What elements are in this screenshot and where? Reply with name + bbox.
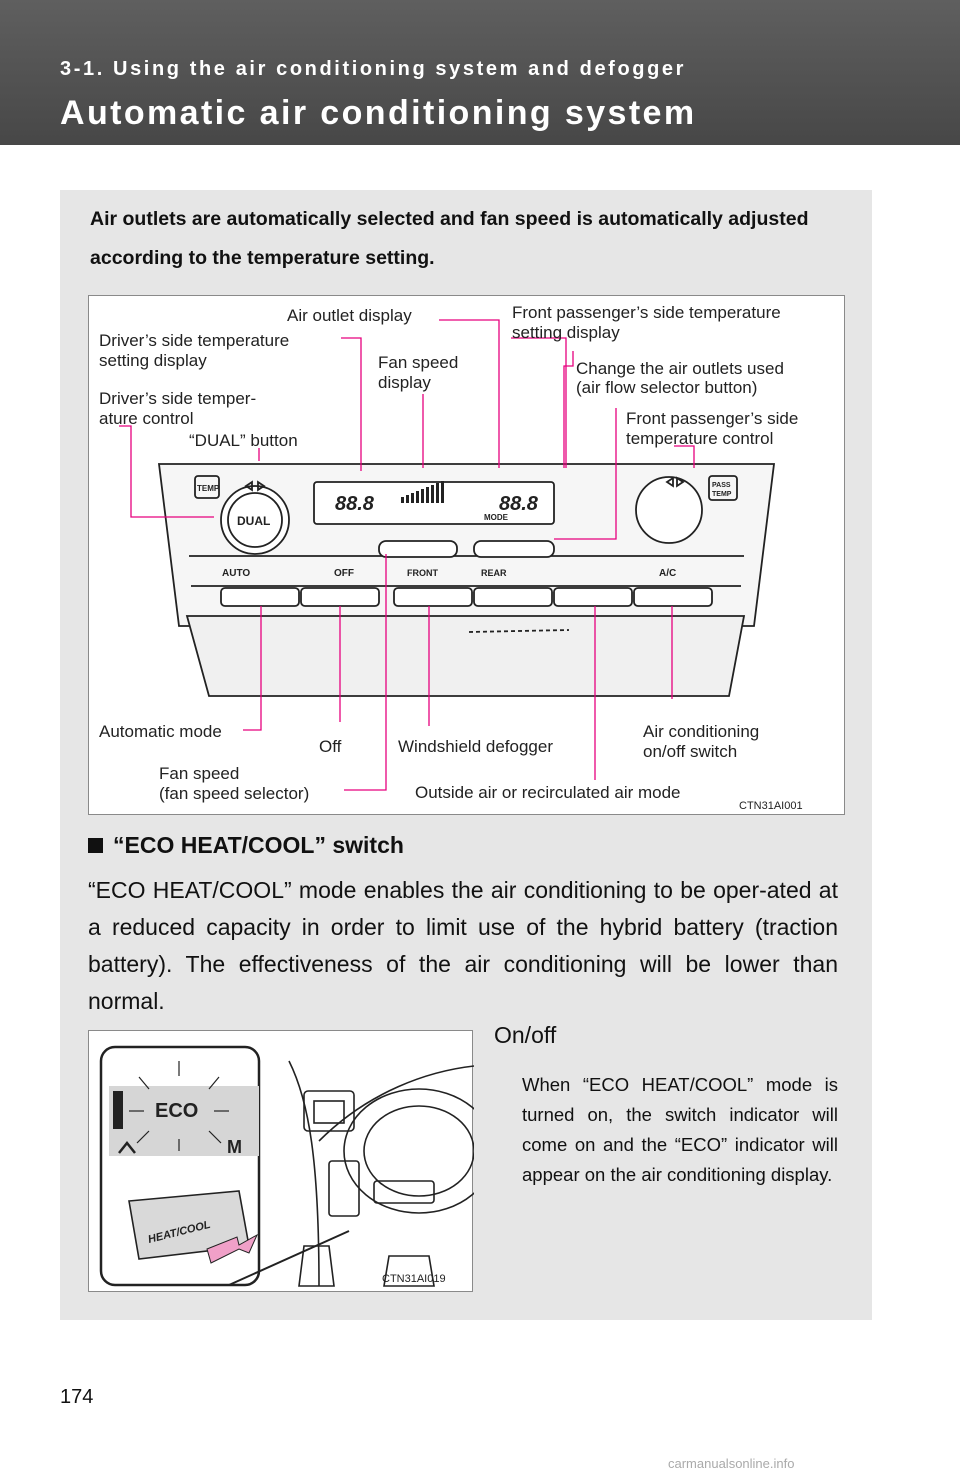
- panel-pass-digits: 88.8: [499, 493, 539, 515]
- section-heading-text: “ECO HEAT/COOL” switch: [113, 832, 404, 858]
- figure-code: CTN31AI001: [739, 800, 803, 812]
- label-front-pass-temp-display-2: setting display: [512, 323, 620, 342]
- label-fan-speed-selector-2: (fan speed selector): [159, 784, 309, 803]
- square-bullet-icon: [88, 838, 103, 853]
- section-body: “ECO HEAT/COOL” mode enables the air con…: [88, 877, 838, 1014]
- label-driver-temp-display-2: setting display: [99, 351, 207, 370]
- label-change-outlets-2: (air flow selector button): [576, 378, 757, 397]
- label-fan-speed-display-2: display: [378, 373, 431, 392]
- figure2-code: CTN31AI019: [382, 1273, 446, 1285]
- label-change-outlets-1: Change the air outlets used: [576, 359, 784, 378]
- label-ac-switch-1: Air conditioning: [643, 722, 759, 741]
- section-subtitle: 3-1. Using the air conditioning system a…: [60, 58, 686, 80]
- panel-off-text: OFF: [334, 568, 354, 579]
- label-fan-speed-display-1: Fan speed: [378, 353, 458, 372]
- panel-driver-digits: 88.8: [335, 493, 375, 515]
- label-air-outlet-display: Air outlet display: [287, 306, 412, 325]
- intro-text: Air outlets are automatically selected a…: [90, 208, 809, 269]
- label-driver-temp-control-1: Driver’s side temper-: [99, 389, 256, 408]
- mode-partial-text: M: [227, 1137, 242, 1157]
- panel-mode-text: MODE: [484, 513, 509, 522]
- page-header: 3-1. Using the air conditioning system a…: [0, 0, 960, 145]
- panel-pass-text: PASS: [712, 482, 731, 489]
- panel-dual-text: DUAL: [237, 514, 270, 528]
- label-windshield-defogger: Windshield defogger: [398, 737, 553, 756]
- climate-panel-diagram: TEMP DUAL 88.8 88.8 MODE PASS TEMP AUTO …: [99, 303, 803, 812]
- panel-temp-text: TEMP: [197, 484, 220, 493]
- eco-switch-diagram: ECO M HEAT/COOL CTN31AI019: [99, 1045, 474, 1287]
- label-driver-temp-control-2: ature control: [99, 409, 194, 428]
- eco-switch-figure: ECO M HEAT/COOL CTN31AI019: [88, 1030, 474, 1292]
- panel-front-text: FRONT: [407, 568, 438, 578]
- onoff-description: When “ECO HEAT/COOL” mode is turned on, …: [522, 1074, 838, 1185]
- section-heading: “ECO HEAT/COOL” switch: [88, 832, 404, 859]
- onoff-title: On/off: [494, 1022, 557, 1048]
- climate-panel-figure: TEMP DUAL 88.8 88.8 MODE PASS TEMP AUTO …: [88, 295, 845, 815]
- panel-rear-text: REAR: [481, 568, 507, 578]
- eco-indicator-text: ECO: [155, 1100, 198, 1122]
- panel-pass-temp-text: TEMP: [712, 491, 732, 498]
- label-outside-recirc: Outside air or recirculated air mode: [415, 783, 681, 802]
- label-front-pass-temp-display-1: Front passenger’s side temperature: [512, 303, 781, 322]
- label-front-pass-temp-control-1: Front passenger’s side: [626, 409, 798, 428]
- label-driver-temp-display-1: Driver’s side temperature: [99, 331, 289, 350]
- label-front-pass-temp-control-2: temperature control: [626, 429, 773, 448]
- panel-ac-text: A/C: [659, 568, 676, 579]
- page-title: Automatic air conditioning system: [60, 94, 697, 132]
- label-off: Off: [319, 737, 342, 756]
- label-ac-switch-2: on/off switch: [643, 742, 737, 761]
- label-dual-button: “DUAL” button: [189, 431, 298, 450]
- panel-auto-text: AUTO: [222, 568, 250, 579]
- label-fan-speed-selector-1: Fan speed: [159, 764, 239, 783]
- label-automatic-mode: Automatic mode: [99, 722, 222, 741]
- page-number: 174: [60, 1386, 94, 1408]
- watermark: carmanualsonline.info: [668, 1456, 795, 1471]
